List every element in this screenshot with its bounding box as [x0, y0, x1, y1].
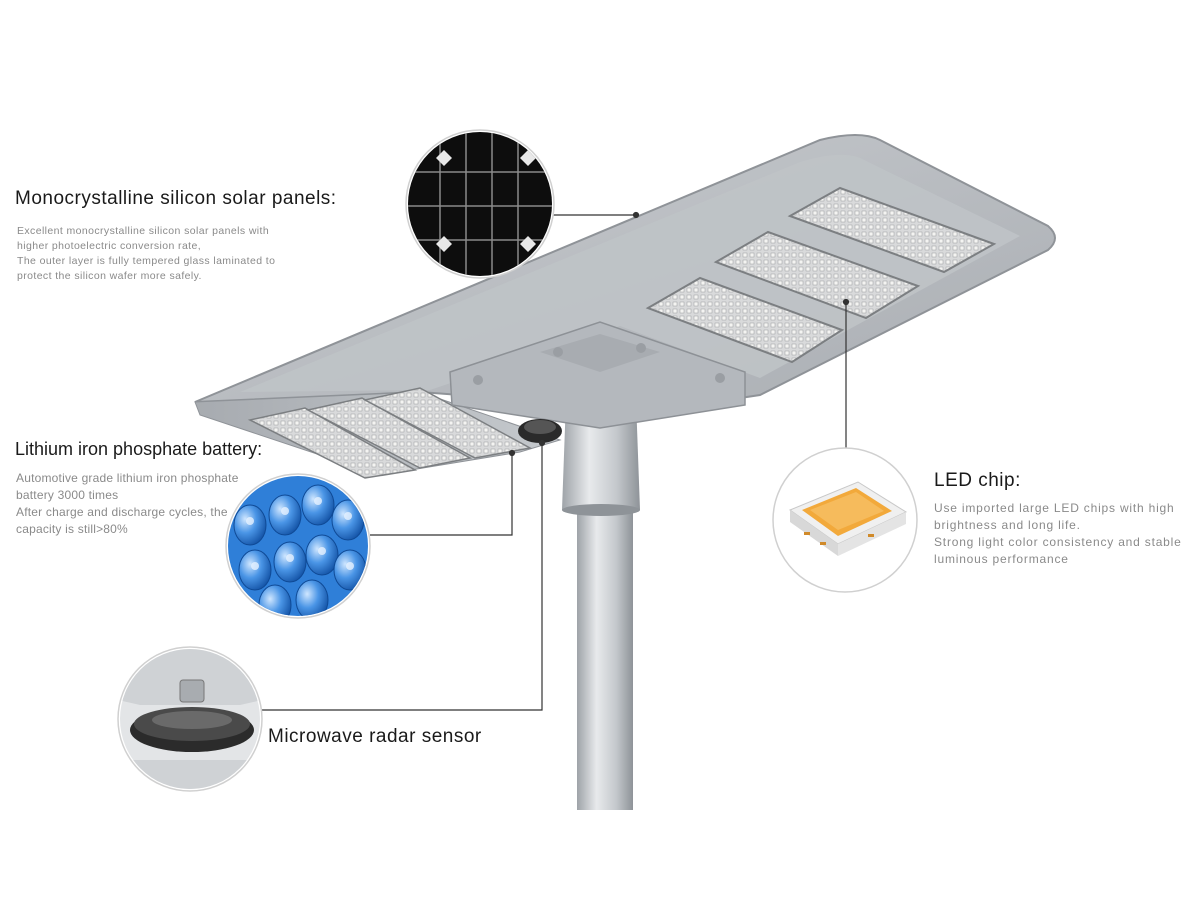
solar-panels-description: Excellent monocrystalline silicon solar …	[17, 224, 275, 284]
lamp-pole	[562, 394, 640, 810]
battery-desc-line: capacity is still>80%	[16, 522, 128, 536]
solar-desc-line: higher photoelectric conversion rate,	[17, 240, 202, 252]
leader-lines	[262, 211, 850, 711]
led-chip-title: LED chip:	[934, 470, 1021, 491]
battery-description: Automotive grade lithium iron phosphate …	[16, 470, 239, 538]
battery-desc-line: After charge and discharge cycles, the	[16, 505, 228, 519]
lamp-head	[194, 134, 1056, 479]
led-chip-description: Use imported large LED chips with high b…	[934, 500, 1182, 568]
solar-panels-title: Monocrystalline silicon solar panels:	[15, 188, 337, 209]
battery-title: Lithium iron phosphate battery:	[15, 439, 263, 459]
led-desc-line: luminous performance	[934, 552, 1069, 566]
battery-desc-line: Automotive grade lithium iron phosphate	[16, 471, 239, 485]
led-modules-right	[645, 186, 997, 364]
solar-cell-icon	[405, 129, 555, 279]
led-chip-icon	[772, 447, 918, 593]
battery-desc-line: battery 3000 times	[16, 488, 119, 502]
solar-desc-line: protect the silicon wafer more safely.	[17, 270, 202, 282]
solar-desc-line: Excellent monocrystalline silicon solar …	[17, 225, 270, 237]
led-desc-line: brightness and long life.	[934, 518, 1081, 532]
led-modules-left	[247, 387, 533, 479]
solar-desc-line: The outer layer is fully tempered glass …	[17, 255, 276, 267]
led-desc-line: Strong light color consistency and stabl…	[934, 535, 1182, 549]
led-desc-line: Use imported large LED chips with high	[934, 501, 1175, 515]
battery-cells-icon	[225, 473, 371, 619]
radar-sensor-icon	[117, 646, 263, 792]
radar-sensor-title: Microwave radar sensor	[268, 726, 482, 747]
